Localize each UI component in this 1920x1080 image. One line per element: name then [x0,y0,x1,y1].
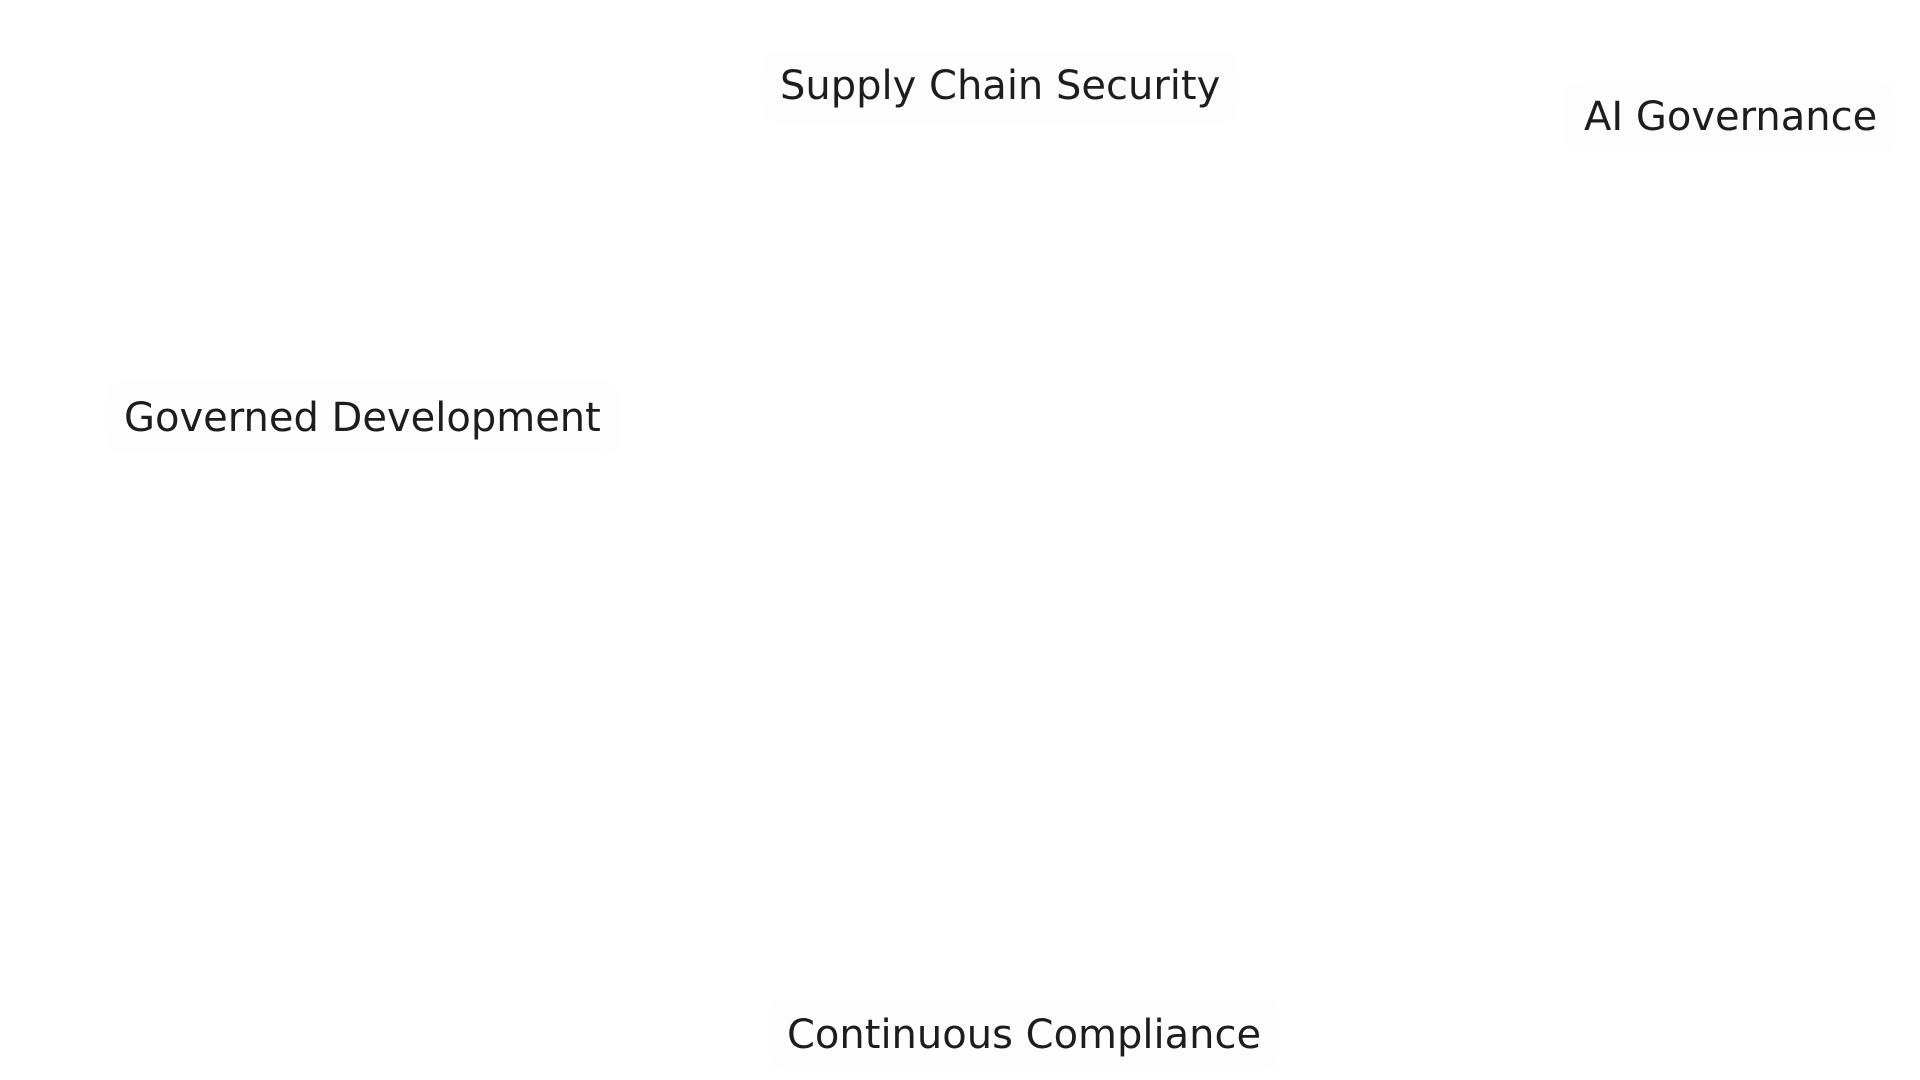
supply-chain-security-label: Supply Chain Security [766,56,1235,116]
ai-governance-label: AI Governance [1570,87,1892,147]
continuous-compliance-label: Continuous Compliance [773,1005,1276,1065]
governed-development-label: Governed Development [110,388,615,448]
